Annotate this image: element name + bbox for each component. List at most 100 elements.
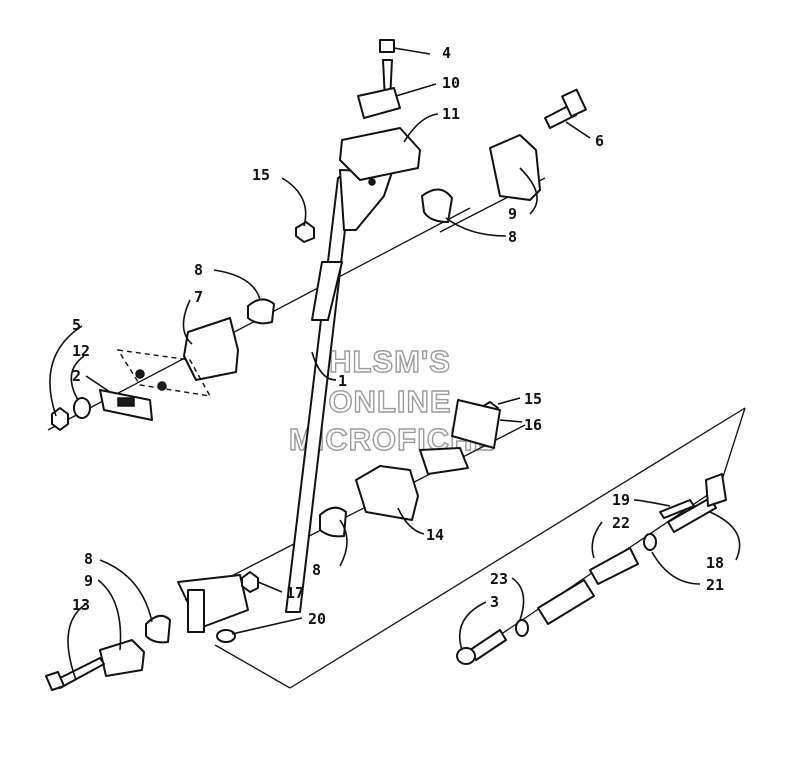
callout-23: 23 — [490, 570, 508, 588]
lower-axis-line — [184, 424, 526, 601]
leader-20 — [231, 617, 303, 635]
leader-2 — [85, 375, 111, 393]
plate-hole-b — [157, 381, 167, 391]
bushing-8-upper — [421, 188, 453, 223]
leader-18 — [709, 511, 741, 561]
leader-3 — [458, 601, 487, 651]
leader-15-mid — [497, 397, 521, 405]
leader-15-upper — [281, 177, 307, 227]
clamp-cap-9-lower — [99, 639, 145, 677]
leader-10 — [395, 83, 437, 97]
leader-14 — [397, 507, 425, 535]
jam-nut-23 — [515, 619, 529, 637]
leader-8-upper — [445, 217, 507, 237]
frame-line-left — [214, 644, 291, 689]
callout-18: 18 — [706, 554, 724, 572]
bushing-8-left — [247, 298, 275, 325]
callout-5: 5 — [72, 316, 81, 334]
shaft-sleeve — [311, 261, 343, 321]
callout-22: 22 — [612, 514, 630, 532]
tie-rod-assembly — [456, 473, 727, 665]
watermark: HLSM'S ONLINE MICROFICHE — [288, 343, 495, 457]
leader-9-upper — [519, 167, 538, 215]
clamp-block-7 — [183, 317, 239, 381]
clamp-block-11 — [339, 127, 421, 181]
lower-shaft-end — [187, 589, 205, 633]
callout-15-upper: 15 — [252, 166, 270, 184]
plate-outline — [116, 349, 212, 397]
callout-10: 10 — [442, 74, 460, 92]
leader-11 — [403, 113, 439, 143]
upper-plate-hole — [368, 178, 376, 186]
bolt-13-head — [45, 671, 65, 691]
watermark-line-1: HLSM'S — [329, 344, 451, 379]
plate-hole-a — [135, 369, 145, 379]
frame-line-bottom — [289, 407, 746, 689]
mid-right-hardware — [319, 399, 501, 538]
leader-lines — [49, 47, 741, 681]
washer-20 — [216, 629, 236, 643]
leader-8-left — [213, 269, 261, 301]
leader-19 — [633, 499, 671, 507]
tie-rod-sleeve — [537, 579, 595, 625]
callout-3: 3 — [490, 593, 499, 611]
callout-16: 16 — [524, 416, 542, 434]
steering-post — [177, 169, 393, 633]
clamp-cap-9 — [489, 134, 541, 201]
leader-4 — [393, 47, 431, 55]
callout-8-upper: 8 — [508, 228, 517, 246]
tie-rod-22 — [589, 547, 639, 585]
frame-line-right — [721, 407, 746, 481]
left-clamp — [51, 298, 275, 431]
callout-12: 12 — [72, 342, 90, 360]
callout-19: 19 — [612, 491, 630, 509]
bushing-8-lower — [145, 614, 171, 644]
callouts: 4 10 11 6 15 9 8 8 7 5 12 2 1 15 16 14 1… — [72, 44, 724, 628]
washer-12 — [73, 397, 91, 419]
leader-5 — [49, 325, 83, 417]
callout-1: 1 — [338, 372, 347, 390]
upper-clamp — [339, 39, 421, 181]
nut-15-upper — [295, 221, 315, 243]
lower-left-clamp — [45, 614, 171, 691]
leader-6 — [565, 121, 591, 139]
upper-right-hardware — [421, 88, 587, 223]
tierod-end-3-eye — [456, 647, 476, 665]
clamp-block-14 — [355, 465, 419, 521]
callout-9-upper: 9 — [508, 205, 517, 223]
callout-15-mid: 15 — [524, 390, 542, 408]
callout-20: 20 — [308, 610, 326, 628]
plate-2-slot — [117, 397, 135, 407]
callout-17: 17 — [286, 584, 304, 602]
cotter-pin-19 — [659, 499, 695, 519]
callout-11: 11 — [442, 105, 460, 123]
clamp-cap-10 — [357, 87, 401, 119]
callout-9-lower: 9 — [84, 572, 93, 590]
leader-21 — [651, 551, 701, 585]
callout-14: 14 — [426, 526, 444, 544]
callout-8-mid: 8 — [312, 561, 321, 579]
callout-7: 7 — [194, 288, 203, 306]
leader-9-lower — [97, 579, 122, 651]
callout-2: 2 — [72, 367, 81, 385]
ball-joint-18 — [705, 473, 727, 507]
callout-6: 6 — [595, 132, 604, 150]
jam-nut-21 — [643, 533, 657, 551]
bolt-4-head — [379, 39, 395, 53]
callout-4: 4 — [442, 44, 451, 62]
spacer-plate — [419, 447, 469, 475]
callout-8-left: 8 — [194, 261, 203, 279]
callout-8-lower: 8 — [84, 550, 93, 568]
nut-17 — [241, 571, 259, 593]
leader-8-lower — [99, 559, 153, 623]
leader-23 — [511, 577, 525, 621]
watermark-line-2: ONLINE — [328, 384, 451, 419]
leader-1 — [311, 351, 337, 381]
leader-16 — [499, 419, 523, 423]
leader-13 — [67, 603, 87, 681]
plate-16 — [451, 399, 501, 449]
leader-12 — [70, 355, 85, 401]
leader-7 — [182, 299, 193, 345]
